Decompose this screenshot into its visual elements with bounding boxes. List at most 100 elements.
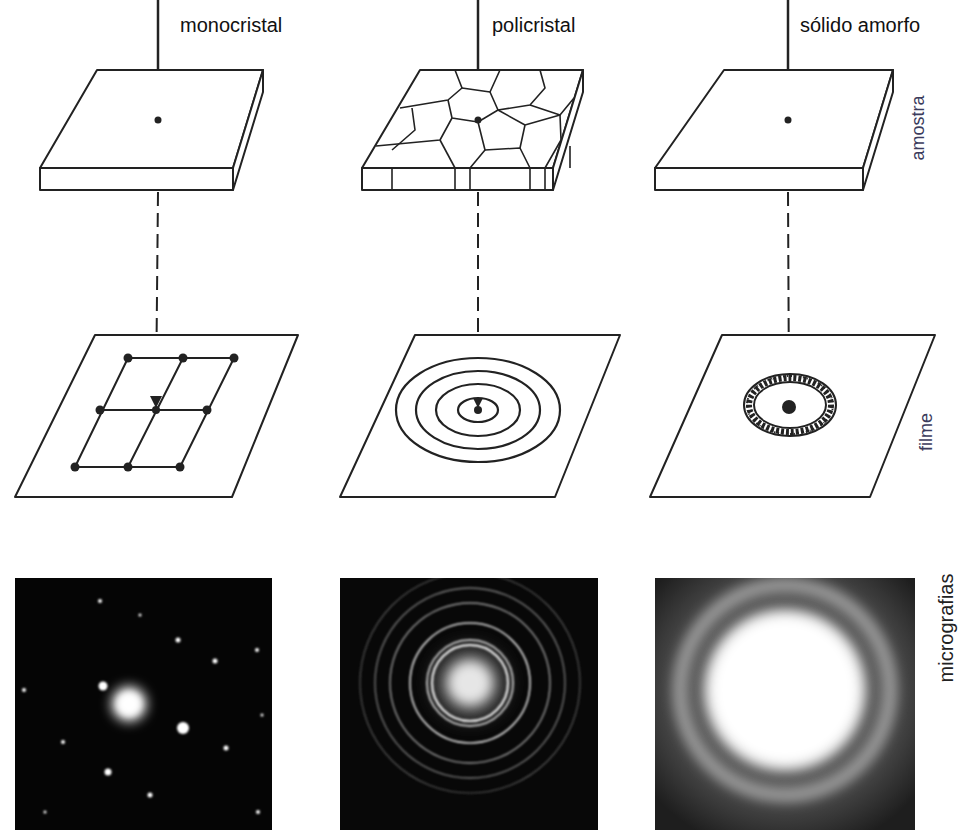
micrograph-poli	[340, 578, 598, 830]
micrograph-amorfo	[680, 585, 890, 795]
grain-boundary	[498, 70, 545, 110]
film-plane	[340, 335, 620, 497]
row-label: amostra	[908, 95, 929, 160]
grain-boundary	[530, 98, 574, 115]
sample-slab	[40, 70, 893, 190]
micrograph-mono	[22, 688, 26, 692]
column-label: policristal	[492, 14, 575, 37]
grain-boundary	[485, 148, 530, 168]
spot-lattice	[75, 358, 234, 467]
micrograph-poli	[436, 649, 504, 717]
diffraction-spot	[230, 354, 239, 363]
grain-boundary	[470, 122, 485, 168]
micrograph-mono	[44, 811, 47, 814]
micrograph-amorfo	[655, 578, 915, 830]
sample-slab	[655, 70, 893, 168]
micrograph-mono	[99, 682, 108, 691]
micrograph-mono	[224, 746, 229, 751]
micrograph-amorfo	[705, 610, 865, 770]
sample-slab	[863, 70, 893, 190]
diffraction-spot	[150, 396, 162, 408]
central-spot	[782, 400, 796, 414]
micrograph-amorfo	[655, 578, 915, 830]
micrograph-mono	[256, 810, 260, 814]
micrograph-mono	[177, 722, 189, 734]
spot-lattice	[75, 358, 234, 467]
spot-lattice	[75, 358, 234, 467]
diffraction-ring	[396, 358, 560, 462]
micrograph-mono	[98, 599, 102, 603]
diffuse-halo	[744, 374, 836, 436]
grain-boundary	[392, 108, 415, 150]
micrograph-mono	[117, 692, 141, 716]
beam-dot	[785, 117, 792, 124]
diffraction-ring	[436, 384, 520, 436]
micrograph-amorfo	[717, 622, 853, 758]
diffraction-spot	[71, 354, 239, 472]
micrograph-mono	[22, 599, 264, 814]
micrograph-poli	[427, 640, 513, 726]
grain-boundary	[545, 115, 561, 168]
micrograph-poli	[410, 623, 530, 743]
grain-boundary	[400, 70, 462, 108]
micrograph-mono	[213, 659, 218, 664]
diffraction-ring	[416, 371, 540, 449]
micrograph-mono	[105, 769, 112, 776]
micrograph-mono	[15, 578, 272, 830]
diffraction-spot	[179, 354, 188, 363]
micrograph-mono	[111, 686, 147, 722]
micrograph-poli	[375, 588, 565, 778]
column-label: sólido amorfo	[800, 14, 920, 37]
grain-boundary	[498, 110, 525, 125]
central-spot	[473, 398, 483, 414]
diffraction-ring	[396, 358, 560, 462]
grain-boundary	[520, 115, 560, 148]
micrograph-mono	[255, 648, 259, 652]
diffraction-spot	[96, 406, 105, 415]
grain-boundary	[392, 146, 570, 190]
row-label: micrografias	[935, 574, 958, 683]
sample-slab	[362, 168, 553, 190]
micrograph-mono	[139, 614, 142, 617]
micrograph-mono	[61, 740, 65, 744]
diffuse-halo	[749, 378, 831, 432]
sample-slab	[40, 70, 263, 168]
beam-dot	[155, 117, 792, 124]
grain-boundary	[440, 140, 455, 168]
beam-dot	[475, 117, 482, 124]
micrograph-mono	[148, 793, 153, 798]
grain-boundary	[462, 70, 500, 92]
grain-boundary	[376, 70, 574, 190]
micrograph-mono	[176, 638, 181, 643]
grain-boundary	[448, 92, 498, 122]
micrograph-poli	[432, 645, 508, 721]
micrograph-mono	[261, 714, 264, 717]
row-label: filme	[916, 413, 937, 451]
micrograph-poli	[360, 578, 580, 793]
diffuse-halo	[747, 376, 833, 434]
diffuse-halo	[744, 374, 836, 436]
micrograph-poli	[360, 578, 580, 793]
diffraction-spot	[71, 463, 80, 472]
diffraction-ring	[458, 398, 498, 422]
sample-slab	[655, 168, 863, 190]
micrograph-mono	[15, 578, 272, 830]
micrograph-poli	[340, 578, 598, 830]
film-plane	[15, 335, 298, 497]
central-spot	[782, 400, 796, 414]
column-label: monocristal	[180, 14, 282, 37]
sample-slab	[553, 70, 583, 190]
diffraction-spot	[203, 406, 212, 415]
sample-slab	[362, 70, 583, 168]
micrograph-poli	[390, 603, 550, 763]
central-spot	[473, 398, 483, 408]
diffraction-spot	[124, 354, 133, 363]
film-plane	[15, 335, 935, 497]
beam-dot	[155, 117, 162, 124]
diffraction-spot	[176, 463, 185, 472]
diffuse-halo	[754, 382, 826, 428]
sample-slab	[40, 168, 233, 190]
sample-slab	[233, 70, 263, 190]
